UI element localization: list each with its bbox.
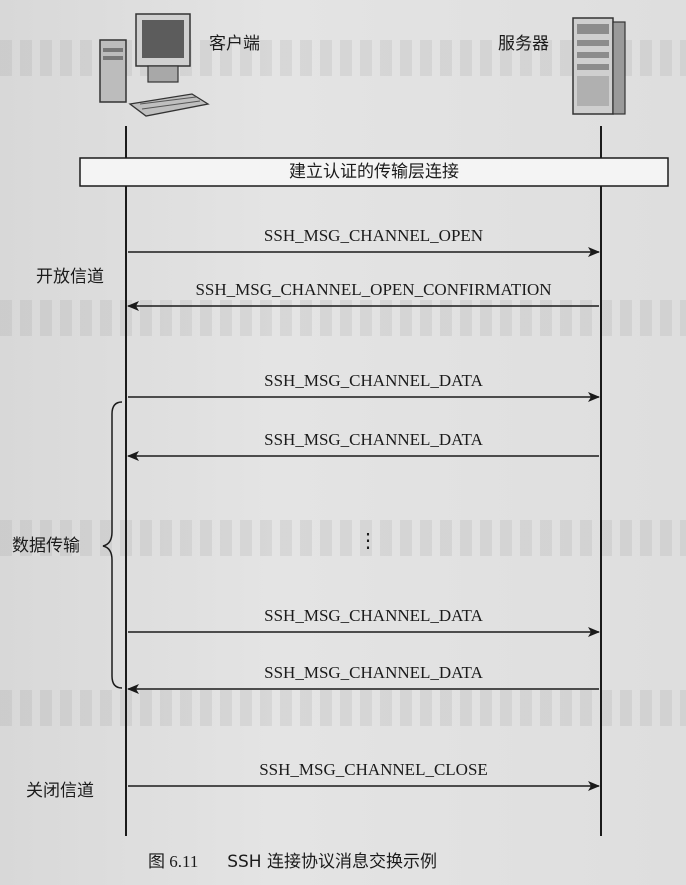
figure-caption: 图 6.11 SSH 连接协议消息交换示例: [148, 851, 437, 873]
figure-number: 图 6.11: [148, 852, 199, 871]
client-computer-icon: [99, 13, 210, 117]
message-label: SSH_MSG_CHANNEL_DATA: [264, 430, 483, 449]
ellipsis-dots: ⋮: [358, 530, 378, 552]
transport-setup-label: 建立认证的传输层连接: [289, 162, 459, 182]
message-label: SSH_MSG_CHANNEL_CLOSE: [259, 760, 488, 779]
message-label: SSH_MSG_CHANNEL_DATA: [264, 663, 483, 682]
figure-title: SSH 连接协议消息交换示例: [227, 852, 437, 872]
message-label: SSH_MSG_CHANNEL_DATA: [264, 606, 483, 625]
server-icon: [572, 17, 626, 115]
server-label: 服务器: [498, 34, 549, 54]
client-label: 客户端: [209, 34, 260, 54]
phase-open-label: 开放信道: [36, 267, 104, 287]
bleed-through-text: [0, 520, 686, 556]
message-label: SSH_MSG_CHANNEL_OPEN: [263, 226, 484, 245]
bleed-through-text: [0, 690, 686, 726]
message-label: SSH_MSG_CHANNEL_DATA: [264, 371, 483, 390]
phase-close-label: 关闭信道: [26, 781, 94, 801]
transport-setup-box: [79, 157, 669, 187]
message-label: SSH_MSG_CHANNEL_OPEN_CONFIRMATION: [195, 280, 552, 299]
phase-data-label: 数据传输: [12, 536, 80, 556]
data-phase-brace: [102, 401, 123, 689]
